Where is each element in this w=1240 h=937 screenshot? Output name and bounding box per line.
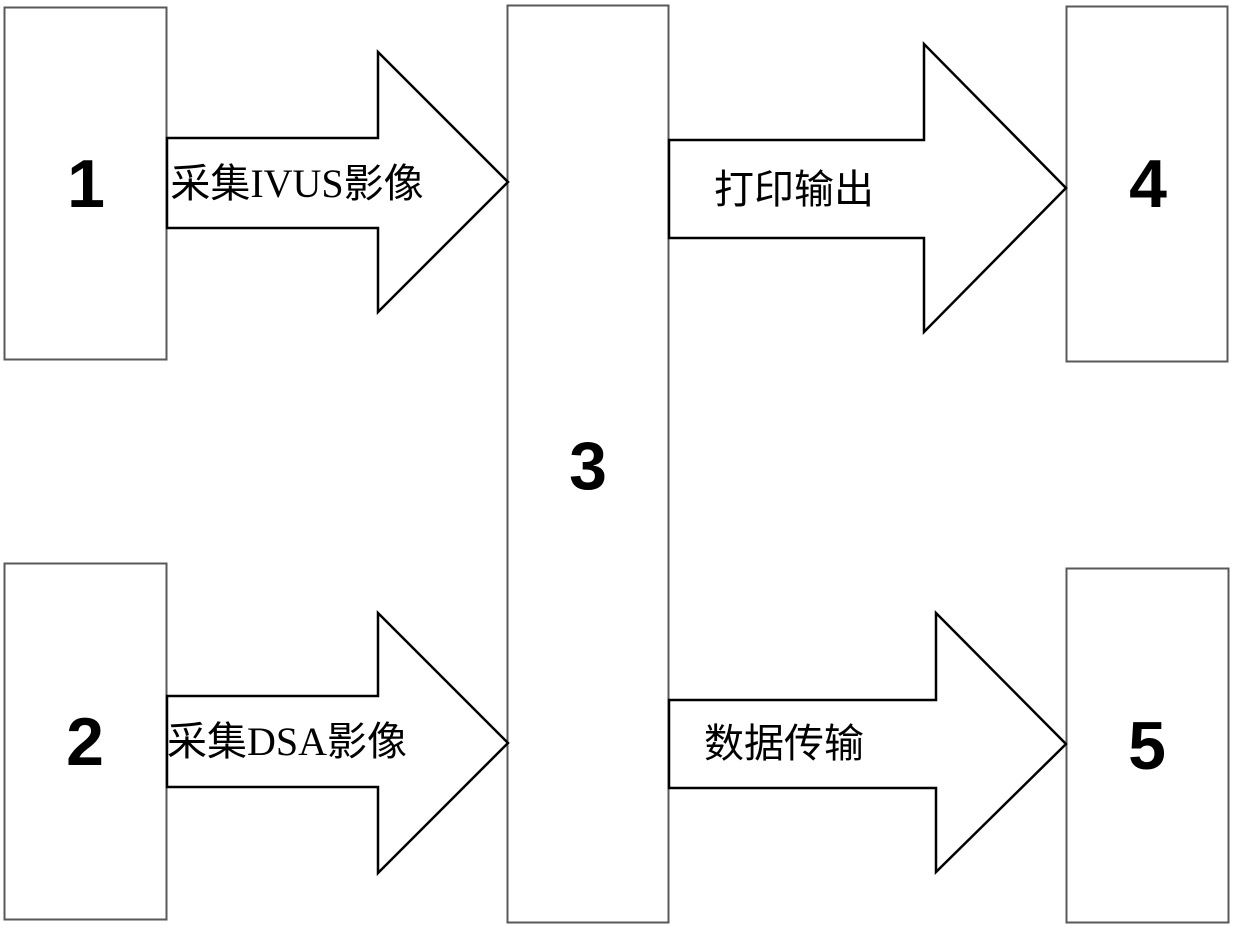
- arrow-data-transfer: [667, 609, 1068, 875]
- box-5: [1065, 567, 1230, 924]
- arrow-collect-dsa: [165, 609, 510, 877]
- arrow-label-print-output: 打印输出: [714, 167, 874, 212]
- box-label-5: 5: [1128, 708, 1166, 784]
- box-4: [1065, 5, 1229, 363]
- box-label-3: 3: [569, 428, 607, 504]
- box-3: [506, 4, 670, 924]
- arrow-label-collect-dsa: 采集DSA影像: [167, 719, 407, 764]
- box-label-1: 1: [67, 146, 105, 222]
- box-label-2: 2: [66, 704, 104, 780]
- box-2: [3, 562, 168, 921]
- box-label-4: 4: [1129, 146, 1167, 222]
- arrow-label-data-transfer: 数据传输: [704, 721, 864, 766]
- arrow-collect-ivus: [165, 48, 510, 316]
- box-1: [3, 6, 168, 361]
- arrow-print-output: [667, 40, 1068, 336]
- arrow-label-collect-ivus: 采集IVUS影像: [170, 161, 423, 206]
